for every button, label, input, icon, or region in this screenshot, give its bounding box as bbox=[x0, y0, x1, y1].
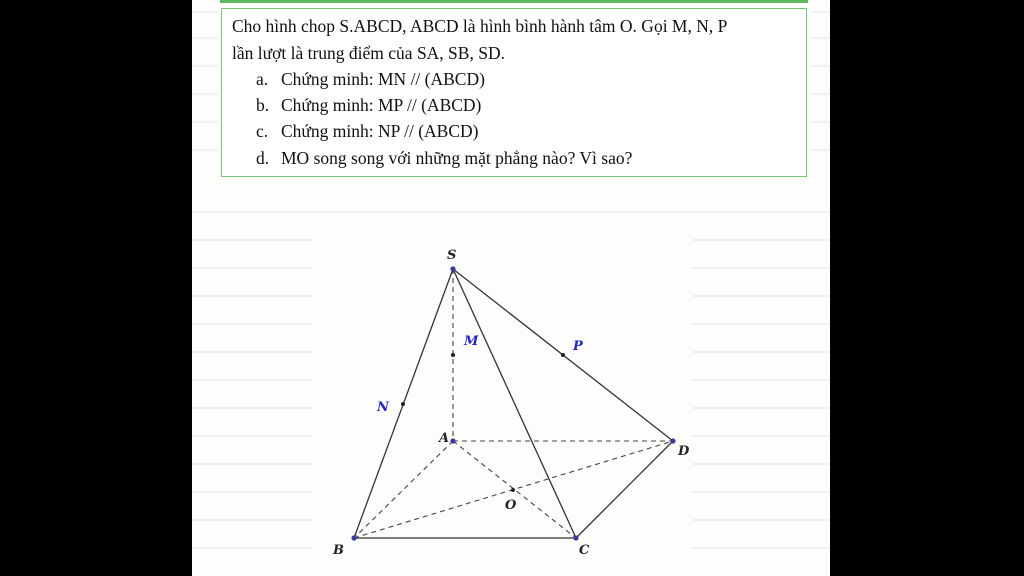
edge-AB bbox=[353, 440, 454, 539]
item-text: Chứng minh: MN // (ABCD) bbox=[281, 69, 485, 89]
item-text: MO song song với những mặt phẳng nào? Vì… bbox=[281, 148, 633, 168]
problem-statement-box: Cho hình chop S.ABCD, ABCD là hình bình … bbox=[221, 8, 807, 177]
problem-item-d: d. MO song song với những mặt phẳng nào? … bbox=[256, 148, 632, 169]
item-text: Chứng minh: NP // (ABCD) bbox=[281, 121, 479, 141]
item-label: a. bbox=[256, 69, 269, 89]
label-C: C bbox=[579, 543, 590, 558]
label-S: S bbox=[447, 248, 456, 263]
problem-line-1: Cho hình chop S.ABCD, ABCD là hình bình … bbox=[232, 16, 728, 36]
diagonal-AC bbox=[452, 440, 577, 539]
problem-item-c: c. Chứng minh: NP // (ABCD) bbox=[256, 121, 478, 142]
point-D bbox=[670, 438, 676, 444]
label-D: D bbox=[677, 444, 690, 459]
edge-SC bbox=[452, 268, 577, 539]
label-B: B bbox=[332, 543, 344, 558]
item-label: d. bbox=[256, 148, 270, 168]
problem-item-b: b. Chứng minh: MP // (ABCD) bbox=[256, 95, 481, 116]
label-M: M bbox=[463, 334, 479, 349]
point-B bbox=[351, 535, 357, 541]
point-S bbox=[450, 266, 456, 272]
pyramid-figure: S A B C D O M N P bbox=[332, 248, 690, 558]
item-label: b. bbox=[256, 95, 270, 115]
problem-line-2: lần lượt là trung điểm của SA, SB, SD. bbox=[232, 43, 505, 63]
label-P: P bbox=[572, 339, 584, 354]
notebook-page: Cho hình chop S.ABCD, ABCD là hình bình … bbox=[192, 0, 830, 576]
problem-item-a: a. Chứng minh: MN // (ABCD) bbox=[256, 69, 485, 90]
item-label: c. bbox=[256, 121, 269, 141]
label-N: N bbox=[376, 400, 390, 415]
top-accent-bar bbox=[220, 0, 808, 3]
point-A bbox=[450, 438, 456, 444]
label-O: O bbox=[505, 498, 517, 513]
point-M bbox=[451, 353, 455, 357]
point-O bbox=[511, 488, 515, 492]
point-P bbox=[561, 353, 565, 357]
point-C bbox=[573, 535, 579, 541]
item-text: Chứng minh: MP // (ABCD) bbox=[281, 95, 482, 115]
point-N bbox=[401, 402, 405, 406]
ruled-lines bbox=[192, 11, 830, 549]
label-A: A bbox=[437, 431, 449, 446]
edge-CD bbox=[575, 440, 674, 539]
